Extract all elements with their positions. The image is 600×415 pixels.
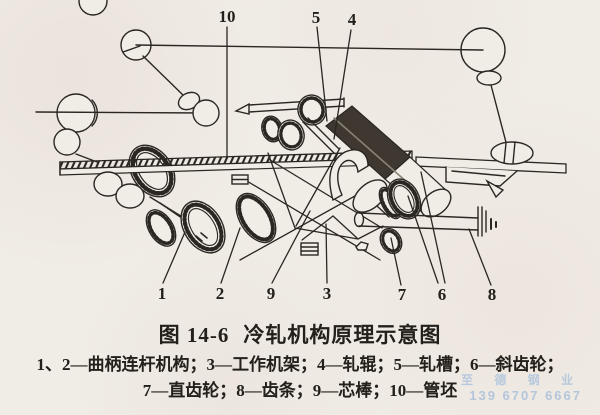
mandrel-end-block (300, 242, 319, 256)
callout-label-4: 4 (348, 10, 357, 29)
clamp-block (231, 174, 249, 185)
watermark-company: 至 德 钢 业 (460, 373, 582, 387)
crank-link-line (135, 44, 484, 51)
watermark-phone: 139 6707 6667 (469, 388, 582, 403)
crank-mechanism-right (460, 27, 509, 151)
callout-label-3: 3 (323, 284, 332, 303)
roll-lower-disc (352, 179, 388, 213)
crank-disk-3 (235, 192, 277, 244)
callout-label-2: 2 (216, 284, 225, 303)
leader-lines (162, 26, 492, 286)
crank-mechanism-left (35, 0, 220, 163)
tube-blank-bar (59, 150, 567, 176)
crank-wheel-icon (192, 99, 220, 127)
callout-label-6: 6 (438, 285, 447, 304)
figure-legend-line1: 1、2—曲柄连杆机构；3—工作机架；4—轧辊；5—轧槽；6—斜齿轮； (36, 355, 564, 374)
support-roller (93, 171, 145, 209)
diagram-canvas: 10 5 4 1 2 9 3 7 6 8 (35, 0, 567, 304)
top-gear-cluster (234, 94, 345, 154)
callout-label-5: 5 (312, 8, 321, 27)
crank-disk-1 (145, 209, 177, 247)
callout-label-8: 8 (488, 285, 497, 304)
figure-number: 图 14-6 (158, 323, 230, 347)
callout-label-9: 9 (267, 284, 276, 303)
crank-disk-2 (180, 200, 226, 254)
watermark: 至 德 钢 业 139 6707 6667 (461, 373, 582, 403)
die-holder-right (445, 141, 534, 199)
callout-label-1: 1 (158, 284, 167, 303)
callout-label-7: 7 (398, 285, 407, 304)
figure-title: 冷轧机构原理示意图 (243, 323, 442, 347)
figure-caption: 图 14-6 冷轧机构原理示意图 (0, 319, 600, 349)
crank-wheel-icon (53, 128, 81, 156)
figure-legend-line2: 7—直齿轮；8—齿条；9—芯棒；10—管坯 (142, 381, 458, 400)
callout-label-10: 10 (219, 7, 236, 26)
link-joint-icon (177, 91, 201, 111)
wedge-block (355, 241, 369, 251)
roll-chock-band (329, 149, 369, 202)
callout-labels: 10 5 4 1 2 9 3 7 6 8 (158, 7, 497, 304)
link-joint-icon (476, 70, 502, 86)
crank-wheel-icon (78, 0, 108, 16)
